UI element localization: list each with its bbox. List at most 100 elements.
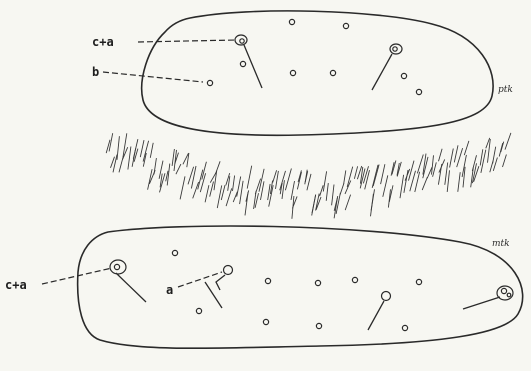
top-pore [289,19,294,24]
bottom-plate-tag: mtk [492,239,510,249]
band-spine [210,182,214,197]
band-spine [383,175,388,196]
band-spine [233,176,235,191]
top-label-c-plus-a: c+a [92,35,114,49]
bottom-plate-outline [78,226,523,348]
bottom-pore [416,279,421,284]
bottom-leader-a [178,272,222,287]
band-spine [154,158,156,174]
band-spine [400,175,404,198]
band-spine [180,176,185,199]
top-seta-right [372,44,402,90]
band-spine [373,165,379,187]
band-spine [226,188,232,206]
band-spine [205,185,209,202]
bottom-seta-right [463,286,513,309]
band-spine [240,181,244,204]
bottom-plate: c+a a mtk [5,226,523,348]
band-spine [176,164,181,174]
bottom-pore [263,319,268,324]
band-spine [417,155,423,174]
band-spine [332,185,334,206]
band-spine [159,161,163,179]
band-spine [323,171,326,191]
band-spine [404,170,408,193]
band-spine [347,167,353,187]
band-spine [216,161,221,174]
band-spine [172,149,174,166]
top-pore [330,70,335,75]
band-spine [143,141,149,162]
band-spine [305,170,307,185]
band-spine [247,166,252,189]
band-spine [454,145,458,162]
band-spine [217,185,221,208]
top-plate: c+a b ptk [92,11,513,135]
band-spine [433,162,437,176]
band-spine [457,148,463,167]
bottom-label-c-plus-a: c+a [5,278,27,292]
band-spine [344,170,346,183]
bottom-pore [172,250,177,255]
band-spine [447,170,449,192]
band-spine [340,183,344,194]
top-pore [290,70,295,75]
bottom-pore [265,278,270,283]
top-pore [240,61,245,66]
top-label-b: b [92,65,99,79]
band-spine [503,155,507,168]
band-spine [432,155,434,174]
band-spine [117,136,119,160]
band-spine [312,195,316,214]
top-pore [207,80,212,85]
band-spine [493,158,497,171]
band-spine [371,189,374,210]
band-spine [480,149,483,165]
band-spine [221,185,225,200]
bottom-pore [315,280,320,285]
top-plate-tag: ptk [498,85,513,95]
band-spine [439,159,445,172]
band-spine [320,185,324,196]
band-spine [237,177,241,197]
band-spine [273,170,277,182]
band-spine [345,181,351,194]
bottom-pore [316,323,321,328]
band-spine [345,195,350,211]
band-spine [245,192,248,216]
band-spine [128,147,131,170]
bottom-pore [196,308,201,313]
bottom-label-a: a [166,283,173,297]
band-spine [493,147,496,164]
band-spine [285,169,291,191]
band-spine [354,166,357,179]
bottom-seta-a [205,266,233,309]
band-spine [363,166,368,183]
bottom-seta-left [110,260,146,302]
band-spine [422,177,427,190]
band-spine [268,184,270,200]
band-spine [464,141,469,155]
band-spine [439,149,443,162]
band-spine [505,133,511,150]
band-spine [191,166,196,189]
band-spine [458,172,460,192]
top-pore [401,73,406,78]
top-leader-c-plus-a [138,40,236,42]
band-spine [150,143,153,158]
top-seta-left [235,35,262,88]
band-spine [326,183,328,201]
top-pore [343,23,348,28]
band-spine [372,165,378,188]
band-spine [111,157,115,168]
band-spine [365,170,370,189]
band-spine [307,174,311,190]
band-spine [481,150,486,173]
band-spine [233,192,237,202]
band-spine [450,149,454,168]
bottom-pore [352,277,357,282]
band-spine [193,182,199,198]
top-pore [416,89,421,94]
bottom-seta-center [368,292,391,331]
